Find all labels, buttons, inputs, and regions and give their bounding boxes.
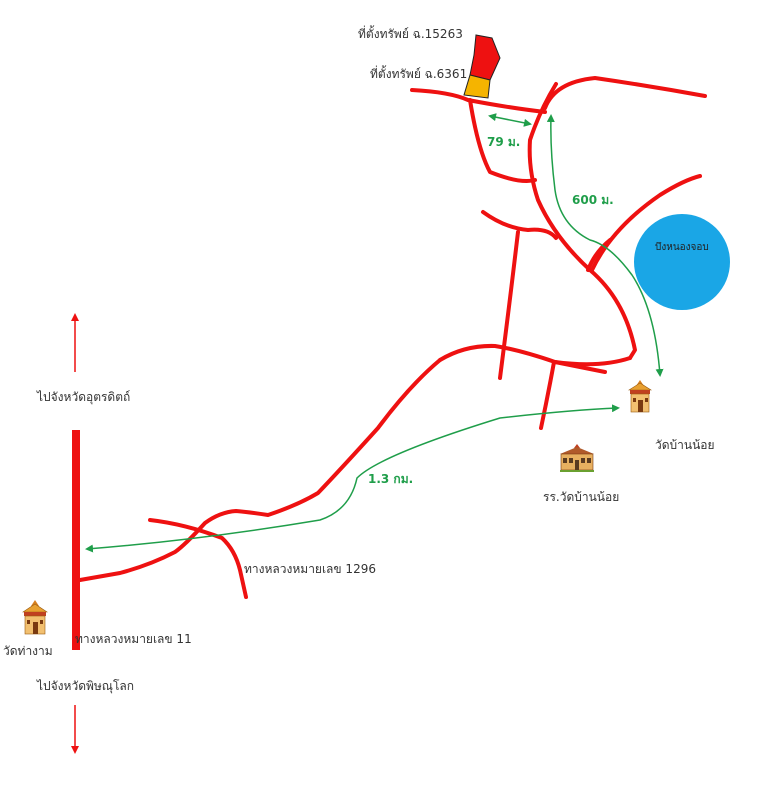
lake-label: บึงหนองจอบ — [655, 242, 709, 253]
plot-15263-label: ที่ตั้งทรัพย์ ฉ.15263 — [358, 27, 463, 41]
temple-icon — [627, 380, 653, 413]
road-top-right — [543, 76, 707, 110]
distance-79m-label: 79 ม. — [487, 135, 521, 149]
arrow-600m — [546, 114, 664, 377]
plot-6361-label: ที่ตั้งทรัพย์ ฉ.6361 — [370, 67, 468, 81]
arrow-1-3km — [85, 404, 620, 553]
highway-1296-label: ทางหลวงหมายเลข 1296 — [244, 562, 376, 576]
wat-ban-noi-label: วัดบ้านน้อย — [655, 438, 715, 452]
arrow-79m — [488, 113, 532, 127]
direction-south-label: ไปจังหวัดพิษณุโลก — [37, 679, 135, 693]
road-vertical-1 — [498, 230, 520, 380]
distance-arrows — [85, 113, 664, 553]
road-branch-79 — [468, 98, 537, 183]
road-vertical-2 — [539, 360, 556, 430]
plot-15263-shape — [469, 34, 501, 81]
school-label: รร.วัดบ้านน้อย — [543, 490, 620, 504]
highway-11-label: ทางหลวงหมายเลข 11 — [75, 632, 192, 646]
road-central-loop — [438, 343, 632, 367]
wat-tha-ngam-label: วัดท่างาม — [3, 644, 53, 658]
temple-icon-tha-ngam — [22, 600, 48, 635]
lake — [634, 214, 730, 310]
road-network — [78, 76, 707, 599]
direction-north-label: ไปจังหวัดอุตรดิตถ์ — [37, 390, 131, 404]
road-north-south — [527, 82, 637, 360]
distance-600m-label: 600 ม. — [572, 193, 614, 207]
school-icon — [560, 444, 594, 472]
distance-1-3km-label: 1.3 กม. — [368, 472, 414, 486]
plot-6361-shape — [463, 74, 491, 99]
